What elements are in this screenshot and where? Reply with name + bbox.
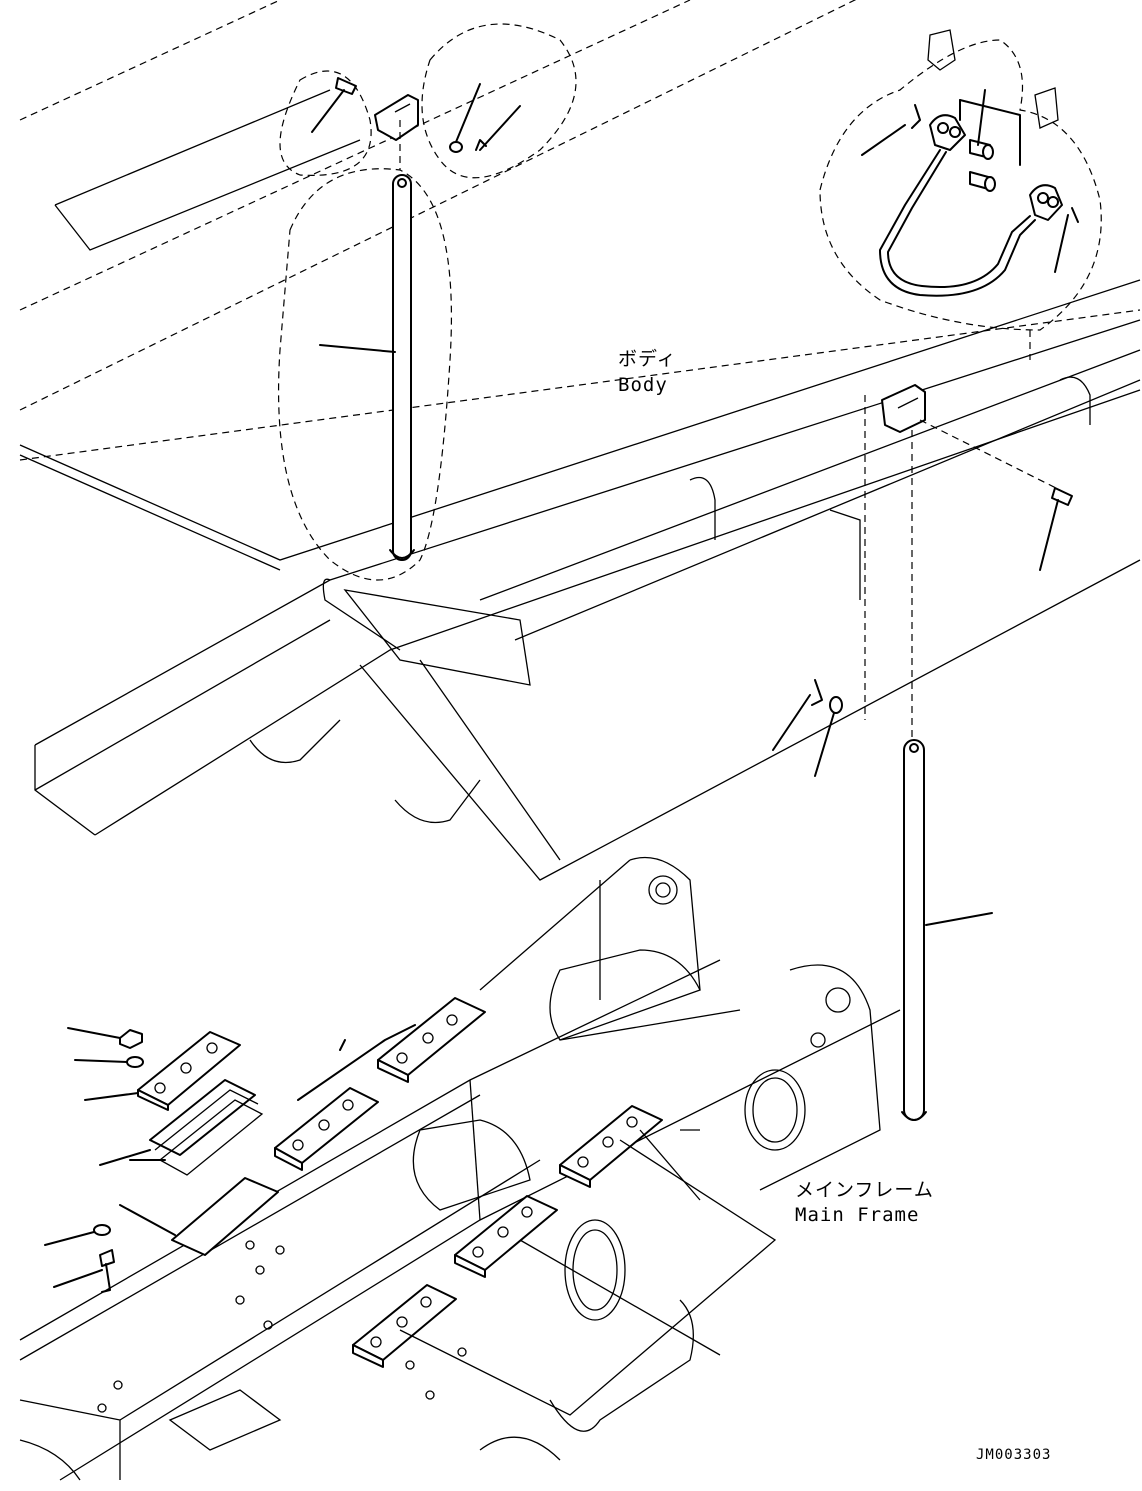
wear-pad-lower-3: [352, 1284, 457, 1368]
body-label-jp: ボディ: [618, 348, 677, 370]
wear-pads: [274, 997, 663, 1368]
wear-pad-lower-2: [454, 1195, 558, 1278]
main-frame-label-en: Main Frame: [795, 1204, 920, 1226]
wear-pad-lower-1: [559, 1105, 663, 1188]
wear-pad-upper-1: [377, 997, 486, 1083]
body-label-en: Body: [618, 374, 668, 396]
figure-number: JM003303: [976, 1447, 1052, 1463]
body-outline: [19, 0, 1141, 881]
right-strap-group: [772, 384, 1073, 1121]
wear-pad-upper-2: [274, 1087, 379, 1171]
main-frame-outline: [19, 856, 901, 1481]
upper-left-parts-group: [277, 23, 577, 581]
leader-lines: [399, 1129, 777, 1416]
upper-right-strap-group: [819, 29, 1102, 360]
main-frame-label-jp: メインフレーム: [795, 1179, 934, 1201]
exploded-pad-stack: [44, 1024, 416, 1293]
